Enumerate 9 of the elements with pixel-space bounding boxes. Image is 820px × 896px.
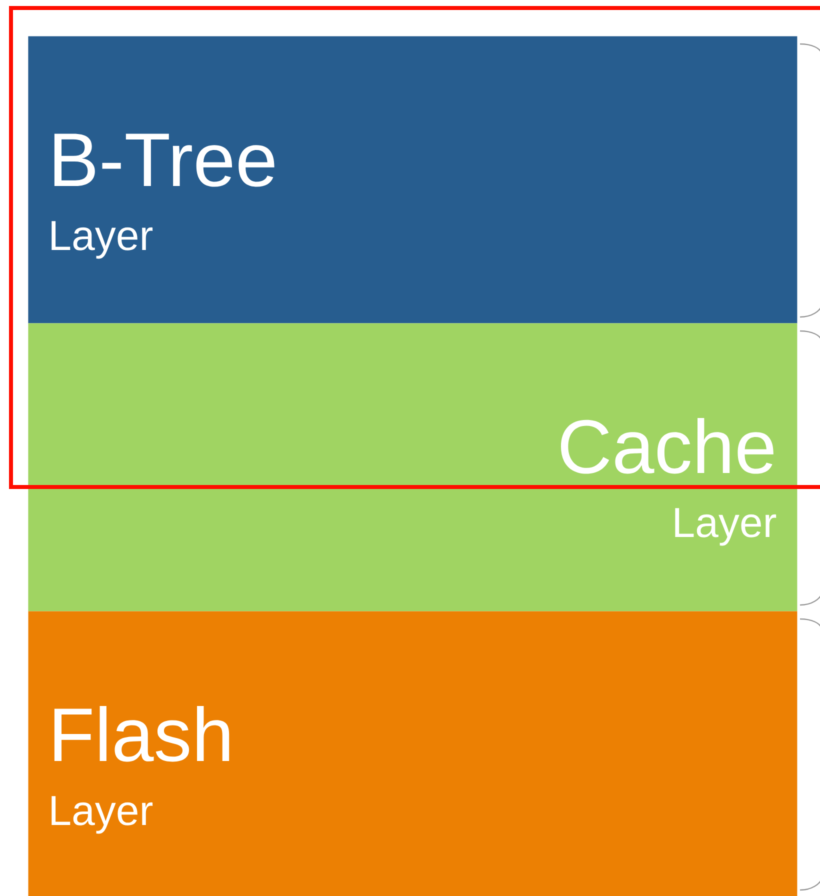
layer-title: B-Tree (54, 134, 274, 187)
layer-subtitle: Layer (52, 796, 153, 834)
layer-band (28, 323, 798, 612)
layer-band (28, 36, 798, 324)
layer-title: Cache (560, 418, 774, 474)
layer-band (28, 611, 798, 896)
layer-subtitle: Layer (52, 221, 153, 259)
layer-subtitle: Layer (675, 508, 776, 546)
layer-title: Flash (54, 706, 230, 762)
